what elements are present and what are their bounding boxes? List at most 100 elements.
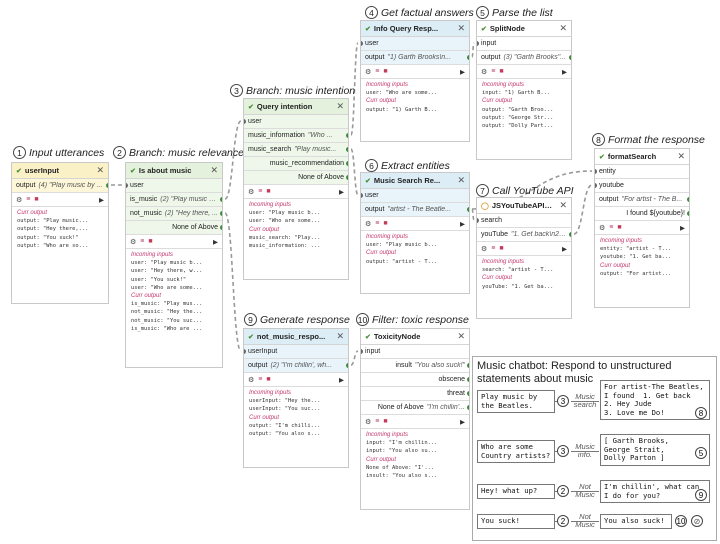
port-row[interactable]: user bbox=[361, 37, 469, 51]
input-port[interactable] bbox=[126, 183, 128, 188]
close-icon[interactable]: ✕ bbox=[457, 23, 465, 33]
play-icon[interactable]: ▶ bbox=[460, 68, 465, 76]
close-icon[interactable]: ✕ bbox=[96, 165, 104, 175]
inspect-icon[interactable]: ■ bbox=[499, 68, 504, 75]
close-icon[interactable]: ✕ bbox=[559, 23, 567, 33]
port-row[interactable]: I found ${youtube}! bbox=[595, 207, 689, 221]
node-header[interactable]: ✔not_music_respo...✕ bbox=[244, 329, 348, 345]
close-icon[interactable]: ✕ bbox=[336, 331, 344, 341]
port-row[interactable]: insult"You also suck!" bbox=[361, 359, 469, 373]
inspect-icon[interactable]: ■ bbox=[499, 245, 504, 252]
port-row[interactable]: music_search"Play music... bbox=[244, 143, 348, 157]
list-icon[interactable]: ≡ bbox=[26, 196, 31, 203]
gear-icon[interactable]: ⚙ bbox=[365, 68, 372, 76]
inspect-icon[interactable]: ■ bbox=[266, 188, 271, 195]
node-header[interactable]: ✔Query intention✕ bbox=[244, 99, 348, 115]
node-header[interactable]: ✔ToxicityNode✕ bbox=[361, 329, 469, 345]
output-port[interactable] bbox=[106, 183, 108, 188]
play-icon[interactable]: ▶ bbox=[460, 220, 465, 228]
list-icon[interactable]: ≡ bbox=[609, 224, 614, 231]
gear-icon[interactable]: ⚙ bbox=[365, 418, 372, 426]
port-row[interactable]: is_music(2) "Play music b... bbox=[126, 193, 222, 207]
list-icon[interactable]: ≡ bbox=[258, 376, 263, 383]
input-port[interactable] bbox=[361, 41, 363, 46]
list-icon[interactable]: ≡ bbox=[140, 238, 145, 245]
inspect-icon[interactable]: ■ bbox=[383, 220, 388, 227]
input-port[interactable] bbox=[361, 193, 363, 198]
node-header[interactable]: ✔formatSearch✕ bbox=[595, 149, 689, 165]
port-row[interactable]: output(3) "Garth Brooks"... bbox=[477, 51, 571, 65]
output-port[interactable] bbox=[346, 363, 348, 368]
play-icon[interactable]: ▶ bbox=[339, 376, 344, 384]
port-row[interactable]: None of Above bbox=[126, 221, 222, 235]
port-row[interactable]: input bbox=[477, 37, 571, 51]
output-port[interactable] bbox=[467, 207, 469, 212]
port-row[interactable]: music_recommendation bbox=[244, 157, 348, 171]
node-header[interactable]: ✔Is about music✕ bbox=[126, 163, 222, 179]
inspect-icon[interactable]: ■ bbox=[383, 68, 388, 75]
node-header[interactable]: ✔Music Search Re...✕ bbox=[361, 173, 469, 189]
close-icon[interactable]: ✕ bbox=[677, 151, 685, 161]
output-port[interactable] bbox=[220, 211, 222, 216]
gear-icon[interactable]: ⚙ bbox=[481, 68, 488, 76]
gear-icon[interactable]: ⚙ bbox=[599, 224, 606, 232]
port-row[interactable]: youtube bbox=[595, 179, 689, 193]
port-row[interactable]: output"artist - The Beatle... bbox=[361, 203, 469, 217]
output-port[interactable] bbox=[467, 405, 469, 410]
port-row[interactable]: music_information"Who ... bbox=[244, 129, 348, 143]
play-icon[interactable]: ▶ bbox=[99, 196, 104, 204]
input-port[interactable] bbox=[244, 119, 246, 124]
port-row[interactable]: None of Above"I'm chillin'... bbox=[361, 401, 469, 415]
output-port[interactable] bbox=[346, 161, 348, 166]
close-icon[interactable]: ✕ bbox=[559, 200, 567, 210]
list-icon[interactable]: ≡ bbox=[375, 68, 380, 75]
input-port[interactable] bbox=[361, 349, 363, 354]
gear-icon[interactable]: ⚙ bbox=[481, 245, 488, 253]
port-row[interactable]: output"For artist - The B... bbox=[595, 193, 689, 207]
output-port[interactable] bbox=[467, 377, 469, 382]
gear-icon[interactable]: ⚙ bbox=[130, 238, 137, 246]
input-port[interactable] bbox=[595, 183, 597, 188]
output-port[interactable] bbox=[467, 55, 469, 60]
input-port[interactable] bbox=[244, 349, 246, 354]
gear-icon[interactable]: ⚙ bbox=[16, 196, 23, 204]
output-port[interactable] bbox=[467, 391, 469, 396]
inspect-icon[interactable]: ■ bbox=[617, 224, 622, 231]
output-port[interactable] bbox=[569, 55, 571, 60]
port-row[interactable]: not_music(2) "Hey there, ... bbox=[126, 207, 222, 221]
node-userInput[interactable]: ✔userInput✕output(4) "Play music by ...⚙… bbox=[11, 162, 109, 304]
node-header[interactable]: ✔SplitNode✕ bbox=[477, 21, 571, 37]
output-port[interactable] bbox=[687, 197, 689, 202]
port-row[interactable]: output"1) Garth Brooks\n... bbox=[361, 51, 469, 65]
port-row[interactable]: search bbox=[477, 214, 571, 228]
list-icon[interactable]: ≡ bbox=[375, 220, 380, 227]
close-icon[interactable]: ✕ bbox=[457, 175, 465, 185]
play-icon[interactable]: ▶ bbox=[213, 238, 218, 246]
port-row[interactable]: output(4) "Play music by ... bbox=[12, 179, 108, 193]
play-icon[interactable]: ▶ bbox=[460, 418, 465, 426]
play-icon[interactable]: ▶ bbox=[562, 68, 567, 76]
node-header[interactable]: ◯JSYouTubeAPICall✕ bbox=[477, 198, 571, 214]
port-row[interactable]: userInput bbox=[244, 345, 348, 359]
close-icon[interactable]: ✕ bbox=[336, 101, 344, 111]
list-icon[interactable]: ≡ bbox=[491, 68, 496, 75]
inspect-icon[interactable]: ■ bbox=[34, 196, 39, 203]
node-header[interactable]: ✔Info Query Resp...✕ bbox=[361, 21, 469, 37]
output-port[interactable] bbox=[220, 197, 222, 202]
list-icon[interactable]: ≡ bbox=[258, 188, 263, 195]
port-row[interactable]: user bbox=[244, 115, 348, 129]
port-row[interactable]: threat bbox=[361, 387, 469, 401]
output-port[interactable] bbox=[220, 225, 222, 230]
list-icon[interactable]: ≡ bbox=[491, 245, 496, 252]
output-port[interactable] bbox=[687, 211, 689, 216]
port-row[interactable]: entity bbox=[595, 165, 689, 179]
input-port[interactable] bbox=[477, 218, 479, 223]
input-port[interactable] bbox=[595, 169, 597, 174]
gear-icon[interactable]: ⚙ bbox=[365, 220, 372, 228]
gear-icon[interactable]: ⚙ bbox=[248, 376, 255, 384]
